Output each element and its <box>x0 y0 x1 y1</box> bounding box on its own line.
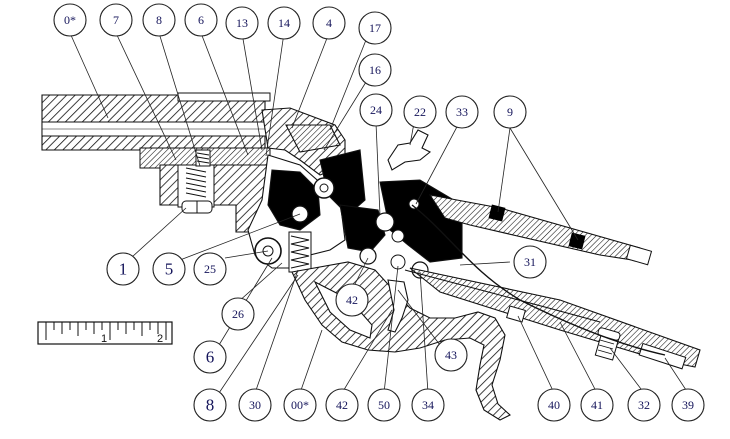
callout-22: 22 <box>403 95 437 129</box>
callout-41: 41 <box>580 388 614 422</box>
callout-17: 17 <box>358 11 392 45</box>
callout-label: 30 <box>249 398 261 412</box>
callout-label: 26 <box>232 307 244 321</box>
callout-label: 24 <box>370 103 382 117</box>
callout-0s: 0* <box>53 3 87 37</box>
callout-label: 13 <box>236 16 248 30</box>
callout-31: 31 <box>513 245 547 279</box>
upper-tang <box>428 194 646 263</box>
callout-26: 26 <box>221 297 255 331</box>
frame <box>247 107 463 269</box>
callout-7: 7 <box>99 3 133 37</box>
callout-label: 43 <box>445 348 457 362</box>
callout-label: 7 <box>113 13 119 27</box>
callout-label: 8 <box>206 396 215 415</box>
callout-label: 41 <box>591 398 603 412</box>
leader-lines <box>69 32 689 394</box>
callout-6-top: 6 <box>184 3 218 37</box>
callout-5: 5 <box>152 252 186 286</box>
callout-9: 9 <box>493 95 527 129</box>
callout-label: 31 <box>524 255 536 269</box>
ruler-label-2: 2 <box>157 333 163 345</box>
callout-13: 13 <box>225 6 259 40</box>
callout-8-top: 8 <box>142 3 176 37</box>
callout-4: 4 <box>312 6 346 40</box>
callout-label: 5 <box>165 260 174 279</box>
callout-label: 17 <box>369 21 381 35</box>
callout-label: 40 <box>548 398 560 412</box>
callout-33: 33 <box>445 95 479 129</box>
callout-1: 1 <box>106 252 140 286</box>
callout-label: 0* <box>64 13 76 27</box>
callout-40: 40 <box>537 388 571 422</box>
barrel <box>41 92 271 169</box>
callout-30: 30 <box>238 388 272 422</box>
callout-42-bottom: 42 <box>325 388 359 422</box>
callout-label: 34 <box>422 398 434 412</box>
callout-label: 9 <box>507 105 513 119</box>
callout-8-bottom: 8 <box>193 388 227 422</box>
callout-label: 42 <box>336 398 348 412</box>
callout-label: 00* <box>291 398 309 412</box>
callout-label: 25 <box>204 262 216 276</box>
callout-39: 39 <box>671 388 705 422</box>
callout-14: 14 <box>267 6 301 40</box>
callout-32: 32 <box>627 388 661 422</box>
callout-00s: 00* <box>283 388 317 422</box>
callout-50: 50 <box>367 388 401 422</box>
callout-label: 16 <box>369 63 381 77</box>
callout-16: 16 <box>358 53 392 87</box>
hammer-spur <box>387 129 432 171</box>
coil-spring <box>288 231 312 273</box>
callout-24: 24 <box>359 93 393 127</box>
callout-34: 34 <box>411 388 445 422</box>
callout-25: 25 <box>193 252 227 286</box>
callout-label: 42 <box>346 293 358 307</box>
hanger-block <box>159 149 271 233</box>
callout-43: 43 <box>434 338 468 372</box>
callout-label: 33 <box>456 105 468 119</box>
callout-label: 22 <box>414 105 426 119</box>
callout-label: 8 <box>156 13 162 27</box>
callout-6-bottom: 6 <box>193 340 227 374</box>
callout-label: 50 <box>378 398 390 412</box>
callout-label: 6 <box>198 13 204 27</box>
callout-label: 6 <box>206 348 215 367</box>
callout-label: 14 <box>278 16 290 30</box>
callout-label: 1 <box>119 260 128 279</box>
callout-label: 39 <box>682 398 694 412</box>
scale-ruler: 1 2 <box>37 321 173 345</box>
ruler-label-1: 1 <box>101 333 107 345</box>
mechanism-artwork <box>41 92 701 421</box>
callout-label: 32 <box>638 398 650 412</box>
callout-label: 4 <box>326 16 332 30</box>
callout-42-mid: 42 <box>335 283 369 317</box>
